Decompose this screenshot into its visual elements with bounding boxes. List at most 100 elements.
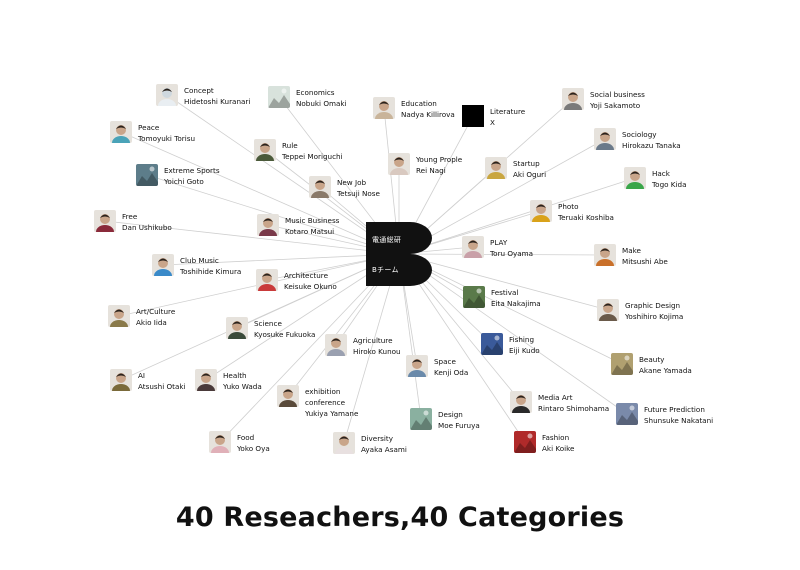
portrait-icon [530, 200, 552, 222]
category-label: PLAY [490, 238, 508, 247]
category-label: Fashion [542, 433, 570, 442]
researcher-name: Yoichi Goto [164, 177, 204, 186]
category-label: Architecture [284, 271, 329, 280]
category-label: Art/Culture [136, 307, 176, 316]
portrait-icon [254, 139, 276, 161]
photo-icon [616, 403, 638, 425]
researcher-name: X [490, 118, 495, 127]
portrait-icon [624, 167, 646, 189]
link-hack [398, 177, 636, 255]
researcher-name: Teppei Moriguchi [282, 152, 343, 161]
researcher-name: Kenji Oda [434, 368, 469, 377]
researcher-name: Kyosuke Fukuoka [254, 330, 316, 339]
researcher-name: Shunsuke Nakatani [644, 416, 714, 425]
researcher-name: Eiji Kudo [509, 346, 540, 355]
link-beauty [398, 253, 623, 365]
category-label: Media Art [538, 393, 573, 402]
portrait-icon [256, 269, 278, 291]
category-label: Young Prople [416, 155, 463, 164]
category-label-line2: conference [305, 398, 346, 407]
link-clubmusic [162, 253, 400, 266]
link-concept [166, 94, 400, 255]
photo-icon [611, 353, 633, 375]
portrait-icon [226, 317, 248, 339]
portrait-icon [406, 355, 428, 377]
category-label: Concept [184, 86, 214, 95]
portrait-icon [594, 244, 616, 266]
link-ai [120, 253, 400, 381]
category-label: Free [122, 212, 138, 221]
portrait-icon [110, 121, 132, 143]
portrait-icon [152, 254, 174, 276]
researcher-name: Yoshihiro Kojima [625, 312, 684, 321]
researcher-name: Akio Iida [136, 318, 167, 327]
category-label: Agriculture [353, 336, 393, 345]
portrait-icon [110, 369, 132, 391]
portrait-icon [333, 432, 355, 454]
portrait-icon [462, 236, 484, 258]
photo-icon [514, 431, 536, 453]
category-label: Design [438, 410, 463, 419]
photo-icon [481, 333, 503, 355]
researcher-name: Rintaro Shimohama [538, 404, 610, 413]
researcher-name: Atsushi Otaki [138, 382, 186, 391]
category-label: Festival [491, 288, 519, 297]
photo-icon [268, 86, 290, 108]
researcher-name: Kotaro Matsui [285, 227, 335, 236]
category-label: Space [434, 357, 456, 366]
link-fashion [398, 253, 526, 443]
researcher-name: Yoji Sakamoto [590, 101, 641, 110]
category-label: Music Business [285, 216, 340, 225]
portrait-icon [108, 305, 130, 327]
portrait-icon [209, 431, 231, 453]
link-graphic [398, 253, 609, 311]
researcher-name: Teruaki Koshiba [558, 213, 614, 222]
portrait-icon [309, 176, 331, 198]
category-label: Photo [558, 202, 579, 211]
category-label: Health [223, 371, 247, 380]
researcher-name: Keisuke Okuno [284, 282, 337, 291]
portrait-icon [373, 97, 395, 119]
photo-icon [410, 408, 432, 430]
researcher-name: Aki Koike [542, 444, 575, 453]
page-title: 40 Reseachers,40 Categories [175, 502, 625, 533]
category-label: Startup [513, 159, 540, 168]
category-label: Future Prediction [644, 405, 705, 414]
category-label: Club Music [180, 256, 219, 265]
researcher-name: Aki Oguri [513, 170, 547, 179]
category-label: Sociology [622, 130, 657, 139]
category-label: Diversity [361, 434, 393, 443]
portrait-icon [388, 153, 410, 175]
category-label: Science [254, 319, 282, 328]
category-label: Graphic Design [625, 301, 681, 310]
researcher-name: Rei Nagi [416, 166, 446, 175]
researcher-name: Moe Furuya [438, 421, 480, 430]
portrait-icon [325, 334, 347, 356]
researcher-name: Hiroko Kunou [353, 347, 401, 356]
researcher-name: Toru Oyama [490, 249, 534, 258]
category-label: Peace [138, 123, 160, 132]
researcher-name: Hirokazu Tanaka [622, 141, 681, 150]
category-label: Extreme Sports [164, 166, 220, 175]
photo-icon [136, 164, 158, 186]
portrait-icon [277, 385, 299, 407]
